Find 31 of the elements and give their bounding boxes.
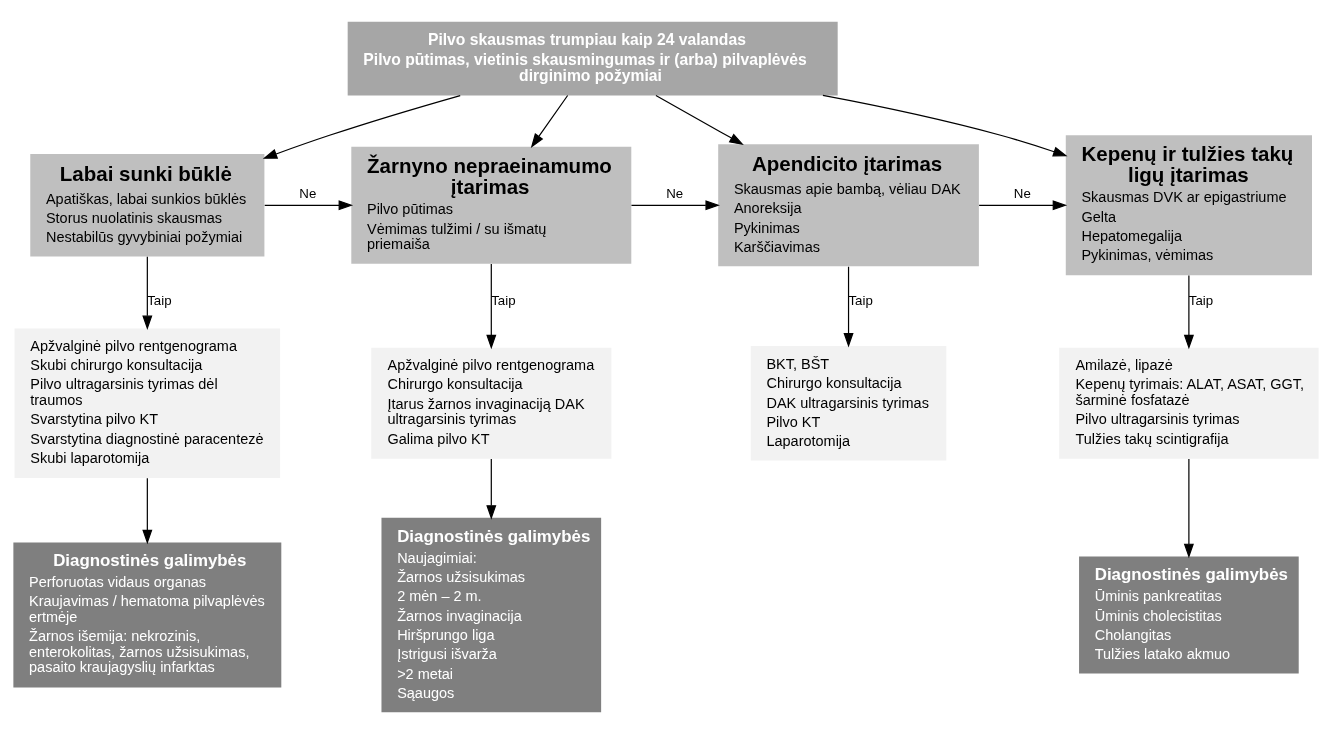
node-box: Diagnostinės galimybės Naujagimiai: Žarnos užsisukimas 2 mėn – 2 m. Žarnos invaginacija Hiršprungo liga Įstrigusi išvarža >2 metai Sąaugos [381, 517, 602, 712]
edge-label: Taip [1188, 292, 1214, 308]
node-box: Diagnostinės galimybės Ūminis pankreatitas Ūminis cholecistitas Cholangitas Tulžies latako akmuo [1079, 556, 1299, 674]
arrow [262, 94, 461, 159]
edge-label: Ne [299, 185, 317, 201]
arrow [822, 94, 1068, 156]
node-box: Diagnostinės galimybės Perforuotas vidaus organas Kraujavimas / hematoma pilvaplėvės ertmėje Žarnos išemija: nekrozinis, enterokolitas, žarnos užsisukimas, pasaito kraujagyslių infarktas [13, 542, 282, 687]
arrow [530, 94, 569, 148]
arrow [978, 199, 1068, 210]
arrow [843, 265, 854, 347]
node-box: Pilvo skausmas trumpiau kaip 24 valandas Pilvo pūtimas, vietinis skausmingumas ir (arba) pilvaplėvės dirginimo požymiai [347, 21, 838, 95]
arrow [142, 477, 153, 544]
arrow [142, 255, 153, 330]
edge-label: Taip [848, 292, 873, 308]
arrow [486, 263, 497, 349]
arrow [655, 94, 744, 145]
node-box: BKT, BŠT Chirurgo konsultacija DAK ultragarsinis tyrimas Pilvo KT Laparotomija [750, 345, 947, 461]
node-box: Apžvalginė pilvo rentgenograma Skubi chirurgo konsultacija Pilvo ultragarsinis tyrimas dėl traumos Svarstytina pilvo KT Svarstytina diagnostinė paracentezė Skubi laparotomija [14, 327, 281, 478]
node-box: Amilazė, lipazė Kepenų tyrimais: ALAT, ASAT, GGT, šarminė fosfatazė Pilvo ultragarsinis tyrimas Tulžies takų scintigrafija [1059, 347, 1319, 459]
edge-label: Ne [1013, 185, 1031, 201]
arrow [630, 199, 720, 210]
arrow [1183, 274, 1194, 349]
node-box: Apendicito įtarimas Skausmas apie bambą, vėliau DAK Anoreksija Pykinimas Karščiavimas [718, 143, 979, 266]
node-box: Kepenų ir tulžies takų ligų įtarimas Skausmas DVK ar epigastriume Gelta Hepatomegalija Pykinimas, vėmimas [1065, 134, 1312, 275]
arrow [1183, 457, 1194, 558]
node-box: Žarnyno nepraeinamumo įtarimas Pilvo pūtimas Vėmimas tulžimi / su išmatų priemaiša [351, 146, 632, 264]
node-box: Labai sunki būklė Apatiškas, labai sunkios būklės Storus nuolatinis skausmas Nestabilūs gyvybiniai požymiai [30, 153, 265, 257]
arrow [264, 199, 354, 210]
edge-label: Ne [666, 185, 684, 201]
arrow [486, 457, 497, 520]
node-box: Apžvalginė pilvo rentgenograma Chirurgo konsultacija Įtarus žarnos invaginaciją DAK ultragarsinis tyrimas Galima pilvo KT [371, 347, 612, 459]
